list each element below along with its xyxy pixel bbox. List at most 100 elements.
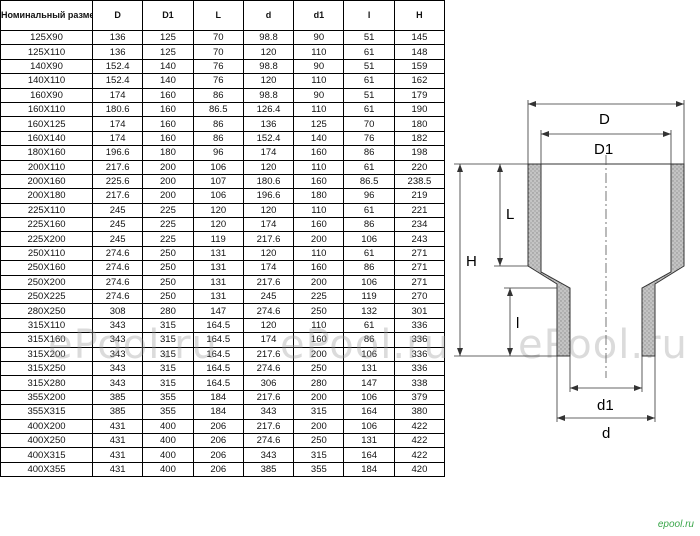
table-cell: 200 — [142, 173, 194, 190]
table-cell: 400 — [142, 432, 194, 449]
table-cell: 274.6 — [91, 274, 144, 291]
table-cell: 225 — [142, 231, 194, 247]
table-cell: 107 — [192, 173, 244, 190]
table-cell: 174 — [242, 260, 295, 276]
cell-nominal-size: 400X250 — [0, 432, 93, 449]
table-cell: 400 — [142, 461, 194, 478]
table-cell: 243 — [393, 231, 446, 247]
table-cell: 250 — [142, 289, 194, 305]
table-cell: 98.8 — [242, 58, 295, 75]
table-header-row: Номинальный размер (мм) D D1 L d d1 l H — [0, 0, 446, 31]
table-cell: 61 — [343, 44, 395, 60]
table-cell: 110 — [293, 73, 345, 89]
table-cell: 206 — [192, 461, 244, 478]
table-cell: 250 — [293, 432, 345, 449]
table-cell: 174 — [91, 87, 144, 103]
cell-nominal-size: 200X110 — [0, 159, 93, 175]
table-cell: 106 — [192, 159, 244, 175]
table-cell: 136 — [91, 29, 144, 46]
cell-nominal-size: 160X110 — [0, 101, 93, 118]
table-cell: 431 — [91, 418, 144, 434]
table-cell: 274.6 — [91, 245, 144, 262]
table-cell: 90 — [293, 87, 345, 103]
table-cell: 271 — [393, 245, 446, 262]
table-cell: 400 — [142, 447, 194, 463]
table-cell: 86.5 — [192, 101, 244, 118]
table-cell: 200 — [293, 274, 345, 291]
table-cell: 431 — [91, 447, 144, 463]
table-cell: 106 — [343, 389, 395, 406]
table-cell: 206 — [192, 418, 244, 434]
table-cell: 217.6 — [242, 231, 295, 247]
table-cell: 136 — [242, 116, 295, 132]
table-cell: 184 — [192, 404, 244, 420]
table-cell: 98.8 — [242, 29, 295, 46]
table-cell: 250 — [142, 245, 194, 262]
cell-nominal-size: 250X110 — [0, 245, 93, 262]
table-cell: 152.4 — [242, 130, 295, 147]
table-cell: 90 — [293, 58, 345, 75]
label-L: L — [506, 206, 514, 223]
table-cell: 132 — [343, 303, 395, 319]
table-cell: 271 — [393, 260, 446, 276]
table-cell: 400 — [142, 418, 194, 434]
table-cell: 70 — [343, 116, 395, 132]
table-cell: 250 — [142, 274, 194, 291]
label-D1: D1 — [594, 141, 613, 158]
table-cell: 86.5 — [343, 173, 395, 190]
cell-nominal-size: 400X200 — [0, 418, 93, 434]
table-cell: 385 — [242, 461, 295, 478]
table-cell: 140 — [293, 130, 345, 147]
table-cell: 120 — [192, 217, 244, 233]
table-cell: 110 — [293, 101, 345, 118]
table-cell: 147 — [343, 375, 395, 391]
table-cell: 106 — [343, 274, 395, 291]
cell-nominal-size: 160X90 — [0, 87, 93, 103]
table-cell: 131 — [192, 274, 244, 291]
cell-nominal-size: 355X315 — [0, 404, 93, 420]
table-cell: 198 — [393, 145, 446, 161]
table-cell: 245 — [91, 231, 144, 247]
table-cell: 125 — [142, 44, 194, 60]
table-cell: 86 — [192, 116, 244, 132]
table-cell: 431 — [91, 461, 144, 478]
cell-nominal-size: 250X200 — [0, 274, 93, 291]
table-cell: 131 — [192, 289, 244, 305]
table-cell: 131 — [192, 245, 244, 262]
table-cell: 200 — [293, 389, 345, 406]
table-cell: 145 — [393, 29, 446, 46]
table-cell: 51 — [343, 58, 395, 75]
table-cell: 86 — [192, 130, 244, 147]
table-cell: 180 — [293, 188, 345, 204]
cell-nominal-size: 125X90 — [0, 29, 93, 46]
table-cell: 86 — [343, 260, 395, 276]
cell-nominal-size: 140X110 — [0, 73, 93, 89]
table-cell: 120 — [192, 202, 244, 219]
table-cell: 270 — [393, 289, 446, 305]
table-cell: 217.6 — [91, 159, 144, 175]
table-cell: 140 — [142, 58, 194, 75]
site-logo: epool.ru — [657, 519, 694, 530]
header-D: D — [91, 0, 144, 31]
spec-table-wrapper: Номинальный размер (мм) D D1 L d d1 l H … — [0, 0, 446, 478]
table-cell: 174 — [242, 217, 295, 233]
table-cell: 380 — [393, 404, 446, 420]
table-cell: 125 — [293, 116, 345, 132]
table-cell: 126.4 — [242, 101, 295, 118]
table-cell: 86 — [343, 217, 395, 233]
spec-table: Номинальный размер (мм) D D1 L d d1 l H … — [0, 0, 446, 478]
table-cell: 200 — [293, 231, 345, 247]
label-D: D — [599, 111, 610, 128]
